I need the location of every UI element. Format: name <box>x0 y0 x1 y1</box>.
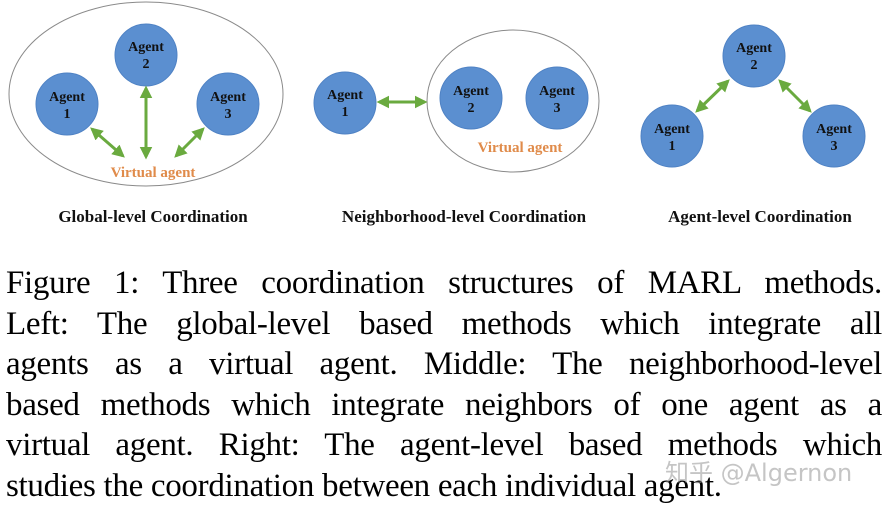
svg-text:2: 2 <box>751 58 758 73</box>
svg-text:1: 1 <box>64 107 71 122</box>
svg-text:2: 2 <box>468 101 475 116</box>
panel-title: Neighborhood-level Coordination <box>342 207 587 226</box>
svg-text:2: 2 <box>143 57 150 72</box>
bidirectional-arrow-icon <box>90 127 125 158</box>
virtual-agent-label: Virtual agent <box>478 140 563 156</box>
bidirectional-arrow-icon <box>695 79 730 113</box>
panel-global-level: Agent 1 Agent 2 Agent 3 Virtual agent Gl… <box>8 1 284 226</box>
svg-text:Agent: Agent <box>128 40 164 55</box>
svg-text:Agent: Agent <box>816 122 852 137</box>
svg-text:Agent: Agent <box>327 88 363 103</box>
agent-node: Agent 1 <box>35 72 99 136</box>
svg-text:Agent: Agent <box>736 41 772 56</box>
svg-text:Agent: Agent <box>49 90 85 105</box>
caption-line: agents as a virtual agent. Middle: The n… <box>6 346 882 382</box>
caption-line: Figure 1: Three coordination structures … <box>6 265 882 301</box>
svg-text:3: 3 <box>225 107 232 122</box>
caption-line: based methods which integrate neighbors … <box>6 386 882 423</box>
figure-caption: Figure 1: Three coordination structures … <box>6 263 882 506</box>
watermark: 知乎 @Algernon <box>665 459 853 487</box>
svg-text:3: 3 <box>554 101 561 116</box>
coordination-diagram: Agent 1 Agent 2 Agent 3 Virtual agent Gl… <box>8 1 866 226</box>
svg-text:Agent: Agent <box>453 84 489 99</box>
agent-node: Agent 3 <box>196 72 260 136</box>
bidirectional-arrow-icon <box>174 127 205 158</box>
svg-text:Agent: Agent <box>539 84 575 99</box>
caption-line: virtual agent. Right: The agent-level ba… <box>6 427 882 463</box>
caption-line: studies the coordination between each in… <box>6 467 722 504</box>
panel-title: Agent-level Coordination <box>668 207 852 226</box>
agent-node: Agent 3 <box>525 66 589 130</box>
agent-node: Agent 3 <box>802 104 866 168</box>
svg-text:Agent: Agent <box>654 122 690 137</box>
caption-line: Left: The global-level based methods whi… <box>6 305 882 342</box>
agent-node: Agent 2 <box>722 24 786 88</box>
agent-node: Agent 1 <box>640 104 704 168</box>
svg-text:1: 1 <box>342 105 349 120</box>
svg-text:1: 1 <box>669 139 676 154</box>
panel-agent-level: Agent 2 Agent 1 Agent 3 Agent-level Coor… <box>640 24 866 226</box>
agent-node: Agent 2 <box>439 66 503 130</box>
agent-node: Agent 2 <box>114 23 178 87</box>
agent-node: Agent 1 <box>313 71 377 135</box>
virtual-agent-label: Virtual agent <box>111 165 196 181</box>
panel-title: Global-level Coordination <box>58 207 248 226</box>
svg-text:3: 3 <box>831 139 838 154</box>
panel-neighborhood-level: Agent 1 Agent 2 Agent 3 Virtual agent Ne… <box>313 29 600 226</box>
bidirectional-arrow-icon <box>778 79 812 113</box>
svg-text:Agent: Agent <box>210 90 246 105</box>
virtual-agent-ellipse <box>8 1 284 187</box>
